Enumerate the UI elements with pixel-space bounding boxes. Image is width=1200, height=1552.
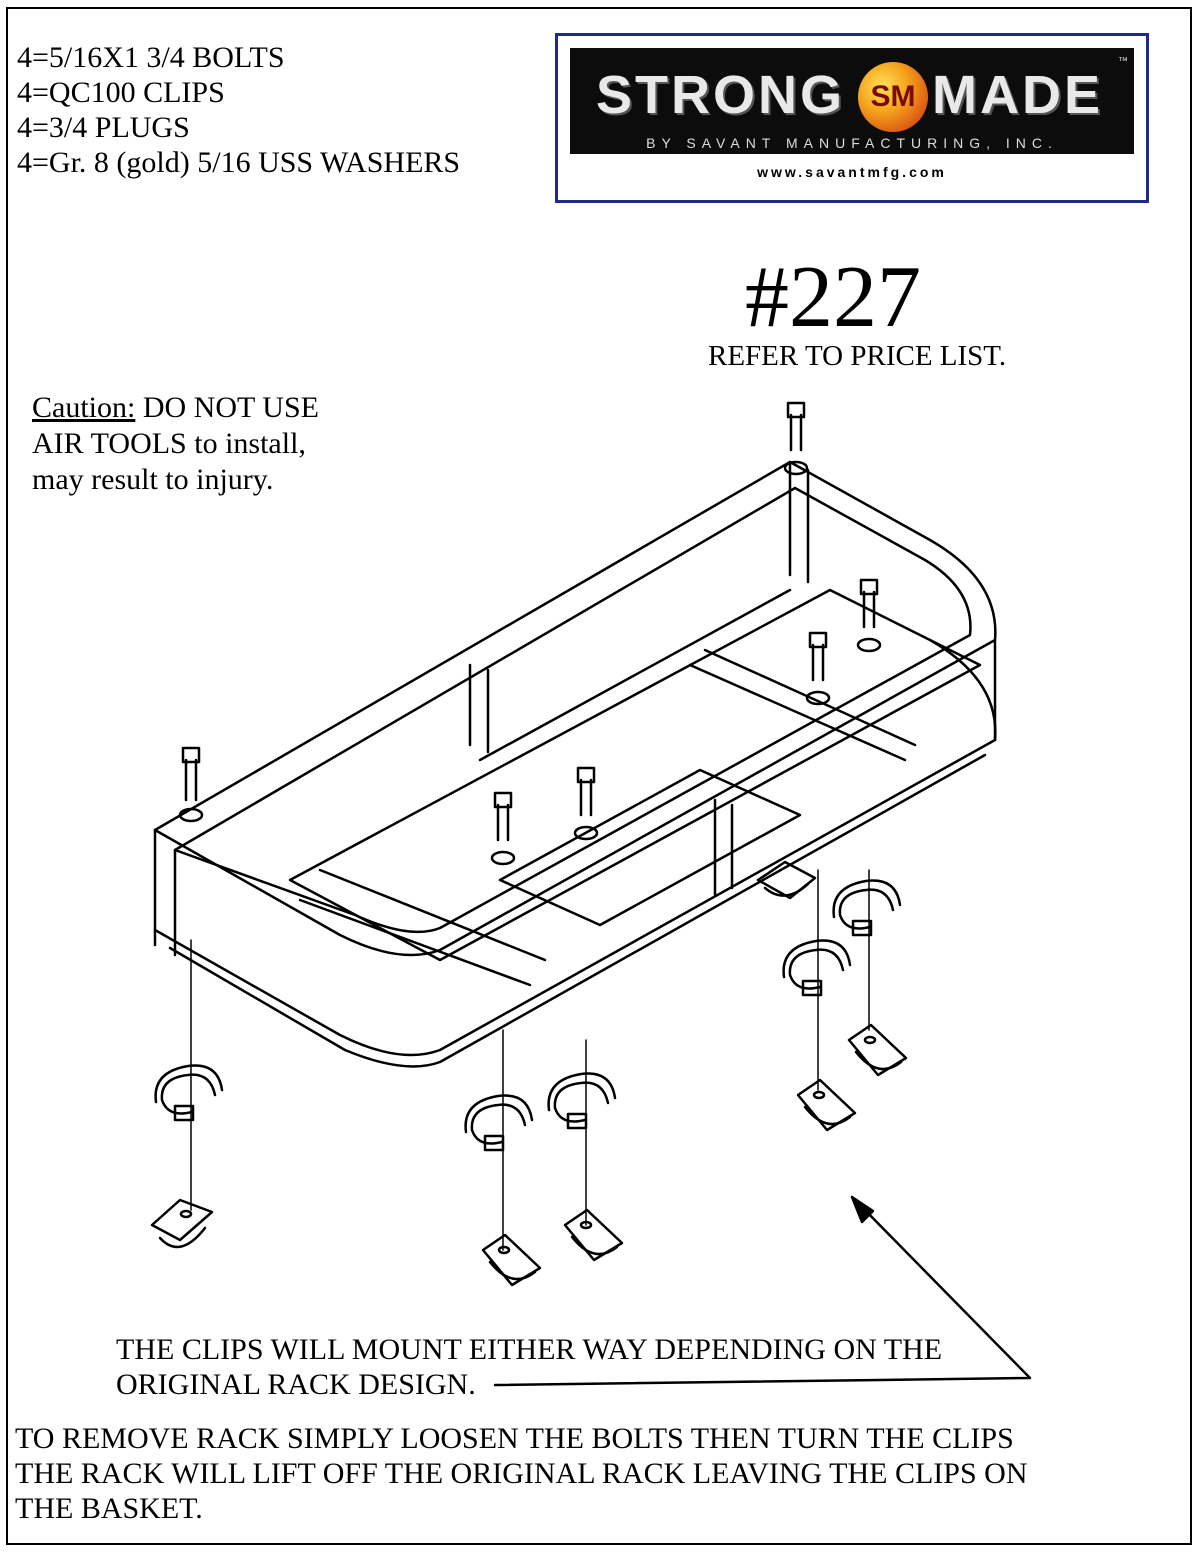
leader-arrow-icon <box>493 1195 1032 1387</box>
logo-word-made: MADE <box>932 65 1103 125</box>
saddle-icon <box>481 1233 542 1287</box>
caution-line2: AIR TOOLS to install, <box>32 427 306 460</box>
clip-icon <box>154 1064 224 1122</box>
rack-lower-rail <box>153 638 997 1068</box>
saddle-icon <box>796 1078 857 1132</box>
logo-company: BY SAVANT MANUFACTURING, INC. <box>570 132 1134 154</box>
removal-line2: THE RACK WILL LIFT OFF THE ORIGINAL RACK… <box>15 1457 1028 1490</box>
model-number: #227 <box>745 249 921 346</box>
saddle-icon <box>756 860 817 900</box>
price-note: REFER TO PRICE LIST. <box>708 340 1007 372</box>
brand-logo: STRONG SM MADE ™ BY SAVANT MANUFACTURING… <box>555 33 1149 203</box>
caution-label: Caution: <box>32 391 136 424</box>
parts-list-item: 4=5/16X1 3/4 BOLTS <box>17 41 285 74</box>
logo-website: www.savantmfg.com <box>757 164 947 180</box>
guide-lines <box>190 869 870 1251</box>
parts-list: 4=5/16X1 3/4 BOLTS 4=QC100 CLIPS 4=3/4 P… <box>17 40 460 180</box>
parts-list-item: 4=3/4 PLUGS <box>17 111 190 144</box>
page-border <box>6 7 1192 1545</box>
clip-icon <box>464 1094 534 1152</box>
bolt-icon <box>490 791 516 866</box>
bolts <box>178 401 882 866</box>
rack-uprights <box>468 460 810 897</box>
removal-line3: THE BASKET. <box>15 1492 203 1525</box>
clips-note-line1: THE CLIPS WILL MOUNT EITHER WAY DEPENDIN… <box>116 1333 943 1366</box>
clip-icon <box>547 1072 617 1130</box>
caution-line3: may result to injury. <box>32 463 274 496</box>
bolt-icon <box>856 578 882 653</box>
saddle-icon <box>150 1198 214 1249</box>
qc100-clips <box>154 879 902 1152</box>
bolt-icon <box>805 631 831 706</box>
logo-mark-icon: SM <box>858 62 928 132</box>
caution-note: Caution: DO NOT USE AIR TOOLS to install… <box>32 390 319 498</box>
clip-icon <box>782 939 852 997</box>
caution-line1: DO NOT USE <box>135 391 319 424</box>
logo-banner: STRONG SM MADE ™ <box>570 48 1134 145</box>
clips-note-line2: ORIGINAL RACK DESIGN. <box>116 1368 476 1401</box>
parts-list-item: 4=Gr. 8 (gold) 5/16 USS WASHERS <box>17 146 461 179</box>
bolt-icon <box>178 746 204 823</box>
removal-line1: TO REMOVE RACK SIMPLY LOOSEN THE BOLTS T… <box>15 1422 1014 1455</box>
bolt-icon <box>783 401 809 476</box>
saddle-icon <box>563 1208 624 1262</box>
trademark-symbol: ™ <box>1118 56 1128 67</box>
clip-icon <box>832 879 902 937</box>
saddle-icon <box>847 1023 908 1077</box>
bolt-icon <box>573 766 599 841</box>
logo-word-strong: STRONG <box>596 65 846 125</box>
saddle-brackets <box>150 860 908 1287</box>
rack-floor-frame <box>288 588 982 987</box>
parts-list-item: 4=QC100 CLIPS <box>17 76 225 109</box>
removal-instructions: TO REMOVE RACK SIMPLY LOOSEN THE BOLTS T… <box>15 1421 1028 1526</box>
clips-note: THE CLIPS WILL MOUNT EITHER WAY DEPENDIN… <box>116 1332 942 1402</box>
